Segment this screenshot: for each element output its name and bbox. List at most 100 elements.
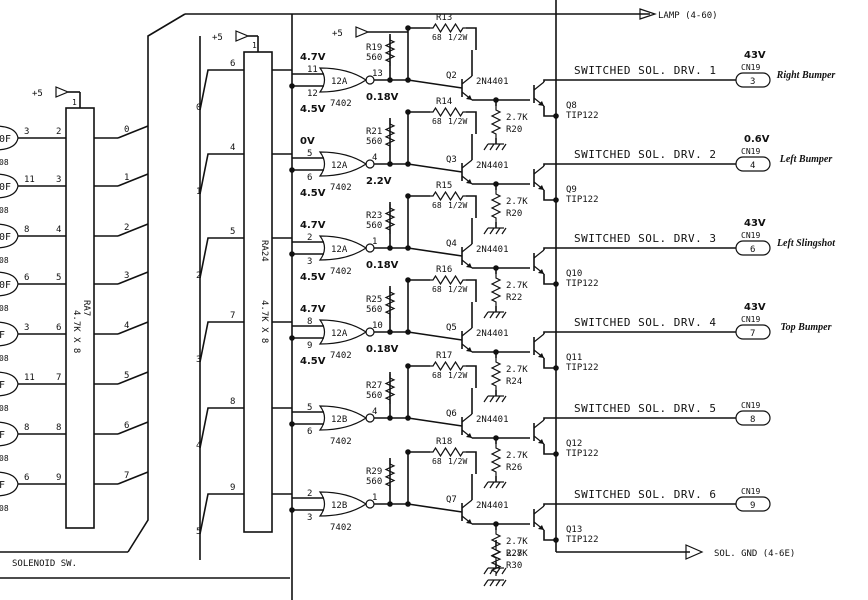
output-collector-wire (543, 79, 556, 82)
pullup-resistor-value: 560 (366, 221, 382, 231)
measured-voltage-output: 0.18V (366, 260, 399, 271)
transistor-collector (461, 243, 473, 253)
ra7-pack-pin: 8 (56, 423, 61, 433)
driver-base-wire (407, 163, 463, 173)
gate-id: 12A (331, 329, 348, 339)
ra24-bus-number: 5 (196, 527, 201, 537)
base-resistor-id: R14 (436, 97, 452, 107)
measured-voltage-input-a: 4.7V (300, 304, 326, 315)
supply-arrow (55, 86, 70, 98)
driver-transistor-id: Q2 (446, 71, 457, 81)
output-transistor-id: Q10 (566, 269, 582, 279)
ground-hatch (501, 311, 507, 319)
ra24-bus-number: 4 (196, 441, 201, 451)
base-resistor-lead (466, 279, 477, 302)
ground-hatch (495, 567, 501, 575)
emitter-resistor-value: 2.7K (506, 365, 528, 375)
sol-gnd-arrow (685, 544, 704, 560)
gate-input-a-pin: 11 (307, 65, 318, 75)
ra7-gate-pin: 6 (24, 473, 29, 483)
base-resistor-id: R17 (436, 351, 452, 361)
transistor-collector (533, 419, 545, 429)
base-resistor (430, 190, 466, 202)
ground-hatch (501, 481, 507, 489)
gate-id: 12A (331, 245, 348, 255)
ground-hatch (495, 311, 501, 319)
output-transistor-id: Q13 (566, 525, 582, 535)
ra7-bus-number: 6 (124, 421, 129, 431)
driver-base-wire (407, 79, 463, 89)
output-transistor (533, 81, 545, 107)
gate-output-pin: 10 (372, 321, 383, 331)
base-resistor-lead (466, 195, 477, 218)
measured-voltage-input-b: 4.5V (300, 356, 326, 367)
ra24-bus-entry (199, 493, 244, 535)
supply-flag: +5 (32, 86, 70, 99)
pullup-resistor (384, 204, 396, 234)
emitter-arrow (538, 101, 544, 106)
gate-output-pin: 4 (372, 407, 377, 417)
pullup-resistor (384, 374, 396, 404)
solenoid-note: Right Bumper (776, 70, 836, 81)
output-connector (735, 72, 771, 88)
transistor-collector (533, 333, 545, 343)
gate-output-pin: 1 (372, 237, 377, 247)
emitter-resistor-id: R20 (506, 125, 522, 135)
nor-gate-body (318, 151, 368, 177)
driver-base-wire (407, 417, 463, 427)
measured-voltage-output: 2.2V (366, 176, 392, 187)
ra24-bus-entry (199, 153, 244, 195)
partial-gate-id: F (0, 430, 5, 441)
ground-symbol (483, 579, 507, 587)
ra24-resistor-pack (243, 51, 273, 533)
solenoid-switch-label: SOLENOID SW. (12, 559, 77, 569)
base-resistor-lead (466, 111, 477, 134)
measured-voltage-connector: 43V (744, 218, 766, 229)
ra7-pack-pin: 5 (56, 273, 61, 283)
measured-voltage-output: 0.18V (366, 92, 399, 103)
base-resistor (430, 360, 466, 372)
ground-hatch (483, 311, 489, 319)
pullup-resistor-id: R25 (366, 295, 382, 305)
base-resistor-watt: 1/2W (448, 285, 467, 294)
emitter-arrow (466, 179, 472, 184)
driver-transistor-type: 2N4401 (476, 501, 509, 511)
measured-voltage-connector: 43V (744, 50, 766, 61)
connector-pin: 7 (750, 329, 755, 339)
measured-voltage-input-a: 4.7V (300, 52, 326, 63)
emitter-arrow (538, 353, 544, 358)
emitter-arrow (538, 269, 544, 274)
ra7-bus-entry (117, 471, 149, 485)
pullup-resistor (384, 288, 396, 318)
base-resistor (430, 274, 466, 286)
measured-voltage-output: 0.18V (366, 344, 399, 355)
output-transistor-type: TIP122 (566, 279, 599, 289)
ground-hatch (483, 579, 489, 587)
emitter-resistor-value: 2.7K (506, 537, 528, 547)
ground-hatch (483, 143, 489, 151)
partial-gate-id: F (0, 480, 5, 491)
gate-output-pin: 13 (372, 69, 383, 79)
output-transistor-type: TIP122 (566, 449, 599, 459)
ground-hatch (495, 395, 501, 403)
gate-input-b-pin: 6 (307, 173, 312, 183)
ra7-pack-pin: 7 (56, 373, 61, 383)
junction-dot (289, 251, 295, 257)
emitter-resistor-value: 2.7K (506, 281, 528, 291)
pullup-resistor-id: R27 (366, 381, 382, 391)
gate-input-b-pin: 12 (307, 89, 318, 99)
ra7-pack-pin: 2 (56, 127, 61, 137)
ground-hatch (501, 143, 507, 151)
connector-pin: 3 (750, 77, 755, 87)
emitter-resistor-id: R24 (506, 377, 522, 387)
transistor-collector (461, 159, 473, 169)
emitter-resistor (490, 358, 502, 390)
output-transistor (533, 505, 545, 531)
partial-gate-type: 08 (0, 354, 9, 363)
driver-base-wire (407, 247, 463, 257)
